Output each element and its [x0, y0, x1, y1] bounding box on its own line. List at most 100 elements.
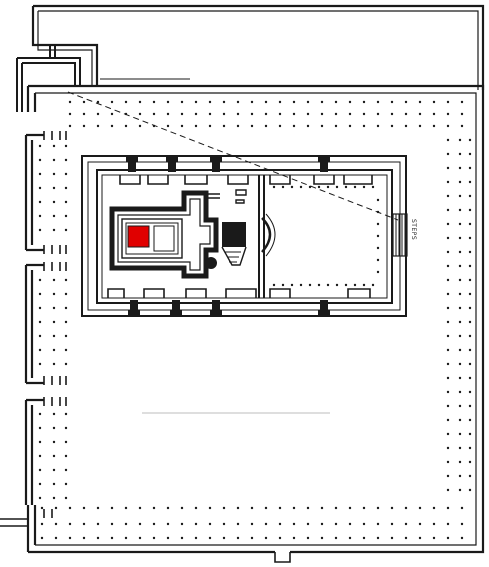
column-dot	[371, 185, 375, 189]
column-dot	[278, 522, 282, 526]
column-dot	[38, 200, 42, 204]
column-dot	[446, 432, 450, 436]
column-dot	[432, 100, 436, 104]
column-dot	[348, 522, 352, 526]
column-dot	[138, 100, 142, 104]
column-dot	[264, 536, 268, 540]
column-dot	[278, 112, 282, 116]
laver-icon	[205, 257, 217, 269]
column-dot	[292, 522, 296, 526]
column-dot	[52, 454, 56, 458]
column-dot	[208, 124, 212, 128]
column-dot	[376, 522, 380, 526]
column-dot	[376, 234, 380, 238]
column-dot	[110, 536, 114, 540]
column-dot	[390, 112, 394, 116]
column-dot	[468, 432, 472, 436]
column-dot	[390, 124, 394, 128]
column-dot	[468, 166, 472, 170]
column-dot	[446, 460, 450, 464]
column-dot	[54, 522, 58, 526]
column-dot	[54, 536, 58, 540]
column-dot	[68, 522, 72, 526]
column-dot	[64, 334, 68, 338]
column-dot	[38, 496, 42, 500]
column-dot	[334, 100, 338, 104]
column-dot	[52, 292, 56, 296]
column-dot	[460, 536, 464, 540]
column-dot	[236, 112, 240, 116]
column-dot	[468, 264, 472, 268]
column-dot	[446, 348, 450, 352]
column-dot	[446, 404, 450, 408]
column-dot	[458, 460, 462, 464]
column-dot	[362, 536, 366, 540]
column-dot	[432, 506, 436, 510]
column-dot	[348, 506, 352, 510]
column-dot	[404, 100, 408, 104]
column-dot	[236, 522, 240, 526]
column-dot	[446, 536, 450, 540]
column-dot	[306, 536, 310, 540]
column-dot	[52, 334, 56, 338]
column-dot	[152, 506, 156, 510]
column-dot	[40, 522, 44, 526]
column-dot	[124, 522, 128, 526]
column-dot	[138, 536, 142, 540]
column-dot	[38, 228, 42, 232]
column-dot	[290, 283, 294, 287]
column-dot	[64, 412, 68, 416]
column-dot	[236, 536, 240, 540]
column-dot	[446, 236, 450, 240]
column-dot	[272, 283, 276, 287]
column-dot	[376, 222, 380, 226]
column-dot	[278, 536, 282, 540]
column-dot	[292, 124, 296, 128]
column-dot	[64, 362, 68, 366]
column-dot	[138, 506, 142, 510]
column-dot	[138, 112, 142, 116]
column-dot	[281, 283, 285, 287]
column-dot	[458, 320, 462, 324]
column-dot	[64, 200, 68, 204]
column-dot	[446, 418, 450, 422]
column-dot	[222, 100, 226, 104]
column-dot	[446, 166, 450, 170]
column-dot	[458, 306, 462, 310]
column-dot	[317, 283, 321, 287]
column-dot	[468, 292, 472, 296]
column-dot	[458, 278, 462, 282]
column-dot	[468, 376, 472, 380]
column-dot	[38, 172, 42, 176]
column-dot	[38, 482, 42, 486]
steps: STEPS	[392, 213, 417, 257]
column-dot	[458, 334, 462, 338]
column-dot	[446, 222, 450, 226]
column-dot	[306, 506, 310, 510]
column-dot	[292, 506, 296, 510]
column-dot	[68, 100, 72, 104]
column-dot	[432, 536, 436, 540]
column-dot	[281, 185, 285, 189]
column-dot	[432, 112, 436, 116]
column-dot	[458, 236, 462, 240]
column-dot	[458, 208, 462, 212]
column-dot	[64, 426, 68, 430]
column-dot	[82, 112, 86, 116]
dashed-sight-line	[67, 91, 399, 221]
column-dot	[371, 283, 375, 287]
column-dot	[110, 522, 114, 526]
column-dot	[82, 522, 86, 526]
court-wall	[0, 84, 485, 563]
left-gate-blocks	[24, 131, 67, 518]
column-dot	[334, 536, 338, 540]
column-dot	[320, 506, 324, 510]
temple-building	[81, 155, 407, 317]
column-dot	[250, 112, 254, 116]
column-dot	[468, 404, 472, 408]
column-dot	[306, 100, 310, 104]
column-dot	[468, 362, 472, 366]
column-dot	[38, 214, 42, 218]
column-dot	[460, 124, 464, 128]
column-dot	[335, 283, 339, 287]
